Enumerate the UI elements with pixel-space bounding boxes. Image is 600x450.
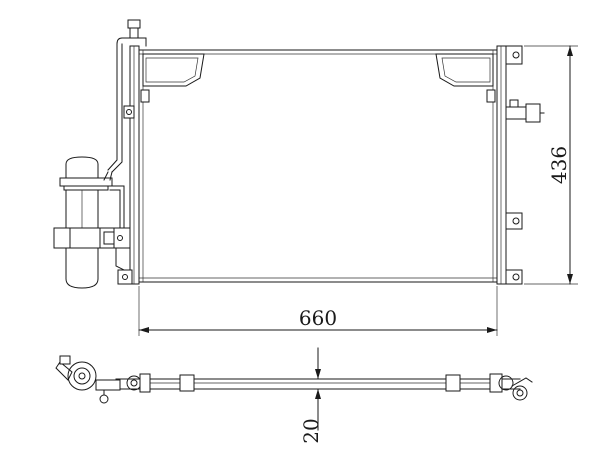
- top-view-left-bracket: [126, 373, 195, 393]
- top-view: 20: [55, 347, 533, 444]
- height-dimension-label: 436: [547, 146, 571, 184]
- right-header-tank: [496, 45, 507, 285]
- top-view-drier-fitting: [55, 355, 121, 404]
- top-left-bracket: [140, 53, 205, 103]
- drier-connection: [109, 185, 131, 271]
- receiver-drier: [53, 156, 117, 289]
- width-dimension-label: 660: [299, 306, 337, 330]
- width-dimension: 660: [138, 286, 498, 336]
- left-mount-lower: [117, 269, 133, 285]
- right-pipe-fitting: [505, 99, 545, 123]
- front-view: [53, 19, 545, 289]
- right-mount-top: [505, 45, 523, 65]
- height-dimension: 436: [524, 45, 578, 285]
- depth-dimension: 20: [299, 347, 323, 444]
- top-right-bracket: [435, 53, 496, 103]
- top-view-right-fitting: [445, 373, 533, 401]
- condenser-core: [138, 49, 498, 283]
- left-header-tank: [129, 45, 140, 285]
- right-mount-bottom: [505, 269, 523, 285]
- depth-dimension-label: 20: [299, 418, 323, 443]
- left-mount-upper: [123, 105, 135, 119]
- right-mount-middle: [505, 212, 523, 230]
- inlet-pipe: [107, 19, 147, 173]
